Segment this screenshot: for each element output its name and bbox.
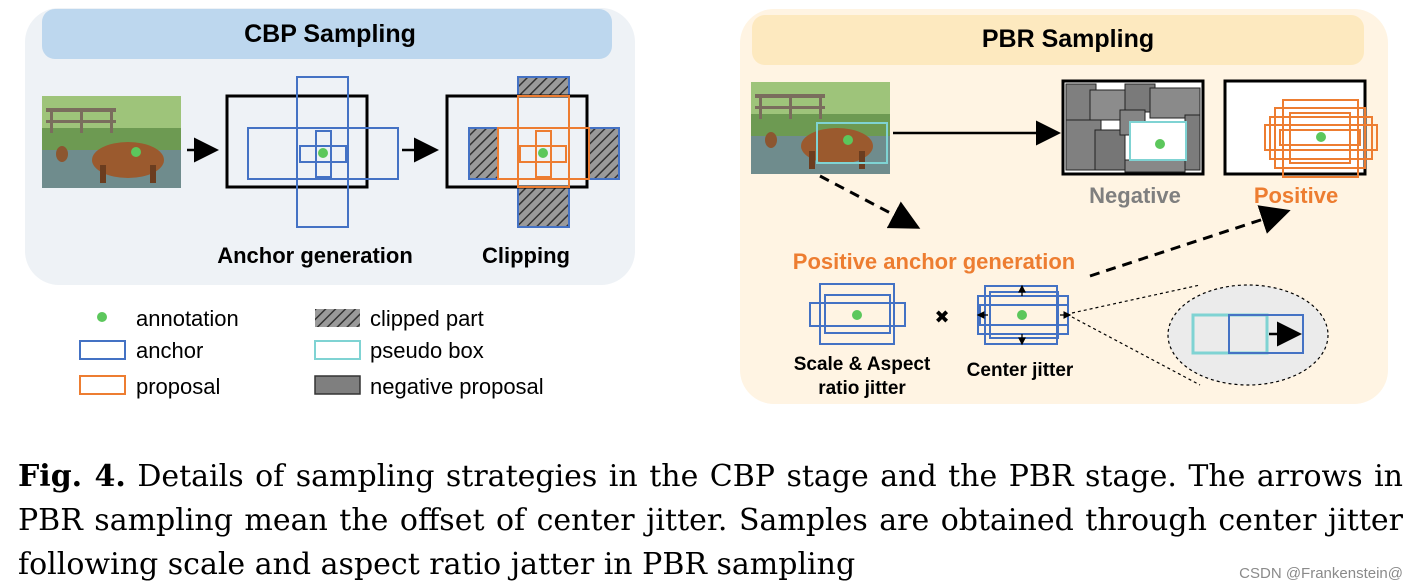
pbr-dashed-arrow-down — [819, 174, 921, 229]
clipping-diagram — [445, 76, 620, 228]
cbp-panel: CBP Sampling Anchor genera — [25, 8, 635, 285]
positive-diagram — [1223, 79, 1378, 178]
caption-label: Fig. 4. — [18, 459, 126, 494]
label-positive: Positive — [1254, 183, 1338, 208]
magnifier-lens — [1167, 284, 1329, 386]
legend-anchor-label: anchor — [136, 338, 203, 363]
anchor-generation-diagram — [225, 76, 399, 228]
legend-negative-proposal-swatch — [314, 375, 361, 395]
label-negative: Negative — [1089, 183, 1181, 208]
magnifier-line-top — [1071, 284, 1201, 314]
pbr-title: PBR Sampling — [982, 25, 1154, 53]
legend-negative-proposal-label: negative proposal — [370, 374, 544, 399]
label-scale-aspect-line2: ratio jitter — [818, 378, 906, 399]
pbr-photo — [751, 82, 890, 174]
figure-caption: Fig. 4. Details of sampling strategies i… — [18, 455, 1403, 587]
figure: CBP Sampling Anchor genera — [25, 8, 1388, 404]
label-center-jitter: Center jitter — [967, 360, 1074, 381]
cbp-photo-annotation-dot — [131, 147, 141, 157]
legend-pseudo-box-swatch — [314, 340, 361, 360]
scale-aspect-jitter-diagram — [809, 283, 906, 345]
legend-annotation-label: annotation — [136, 306, 239, 331]
center-jitter-diagram — [976, 284, 1072, 346]
legend-annotation-swatch — [97, 312, 107, 322]
multiply-icon: ✖ — [934, 307, 949, 327]
label-positive-anchor-generation: Positive anchor generation — [793, 249, 1075, 274]
negative-diagram — [1061, 79, 1205, 176]
caption-text: Details of sampling strategies in the CB… — [18, 459, 1403, 582]
legend-pseudo-box-label: pseudo box — [370, 338, 484, 363]
pbr-panel: PBR Sampling — [740, 9, 1388, 404]
cbp-header — [42, 9, 612, 59]
cbp-title: CBP Sampling — [244, 20, 416, 48]
label-clipping: Clipping — [482, 243, 570, 268]
pbr-dashed-arrow-up — [1089, 205, 1291, 278]
legend-proposal-swatch — [79, 375, 126, 395]
legend-anchor-swatch — [79, 340, 126, 360]
pbr-header — [752, 15, 1364, 65]
label-anchor-generation: Anchor generation — [217, 243, 413, 268]
watermark: CSDN @Frankenstein@ — [1239, 565, 1403, 582]
legend-clipped-part-swatch — [315, 309, 360, 327]
legend-clipped-part-label: clipped part — [370, 306, 484, 331]
legend-proposal-label: proposal — [136, 374, 220, 399]
magnifier-line-bottom — [1071, 316, 1201, 386]
legend: annotation anchor proposal clipped part … — [79, 306, 544, 399]
cbp-photo — [42, 96, 181, 188]
label-scale-aspect-line1: Scale & Aspect — [794, 354, 931, 375]
